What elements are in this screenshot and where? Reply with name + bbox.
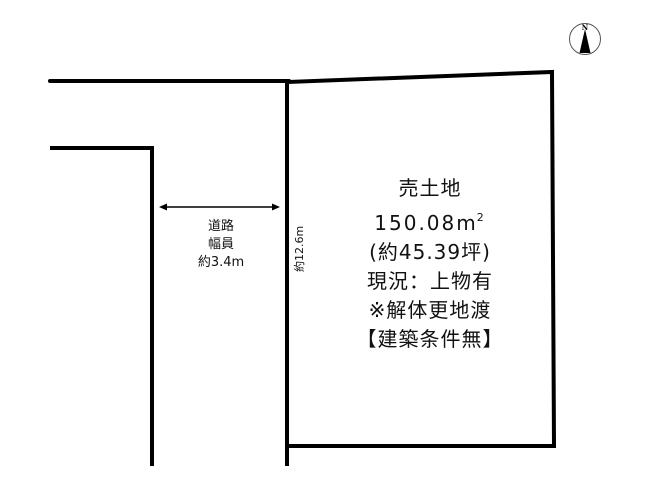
road-label-line1: 道路 bbox=[207, 219, 234, 234]
road-boundary-inner bbox=[50, 146, 154, 466]
lot-status: 現況：上物有 bbox=[367, 269, 493, 293]
road-width-label: 約3.4m bbox=[197, 255, 245, 270]
lot-info: 売土地 150.08m2 (約45.39坪) 現況：上物有 ※解体更地渡 【建築… bbox=[330, 174, 530, 354]
road-info: 道路 幅員 約3.4m bbox=[180, 218, 262, 272]
lot-area-tsubo: (約45.39坪) bbox=[369, 240, 491, 264]
lot-note: ※解体更地渡 bbox=[368, 298, 492, 322]
lot-boundary bbox=[285, 69, 557, 466]
road-width-arrow bbox=[159, 203, 280, 211]
lot-condition: 【建築条件無】 bbox=[356, 327, 504, 351]
road-label-line2: 幅員 bbox=[207, 237, 234, 252]
lot-title: 売土地 bbox=[398, 176, 462, 200]
lot-area-unit-sup: 2 bbox=[476, 211, 486, 224]
lot-depth-label: 約12.6m bbox=[293, 225, 306, 272]
lot-area-unit: m bbox=[456, 211, 478, 235]
lot-area-value: 150.08 bbox=[374, 211, 457, 235]
north-compass-icon: N bbox=[569, 23, 601, 55]
svg-text:N: N bbox=[582, 23, 589, 32]
lot-area: 150.08m2 bbox=[330, 203, 530, 238]
